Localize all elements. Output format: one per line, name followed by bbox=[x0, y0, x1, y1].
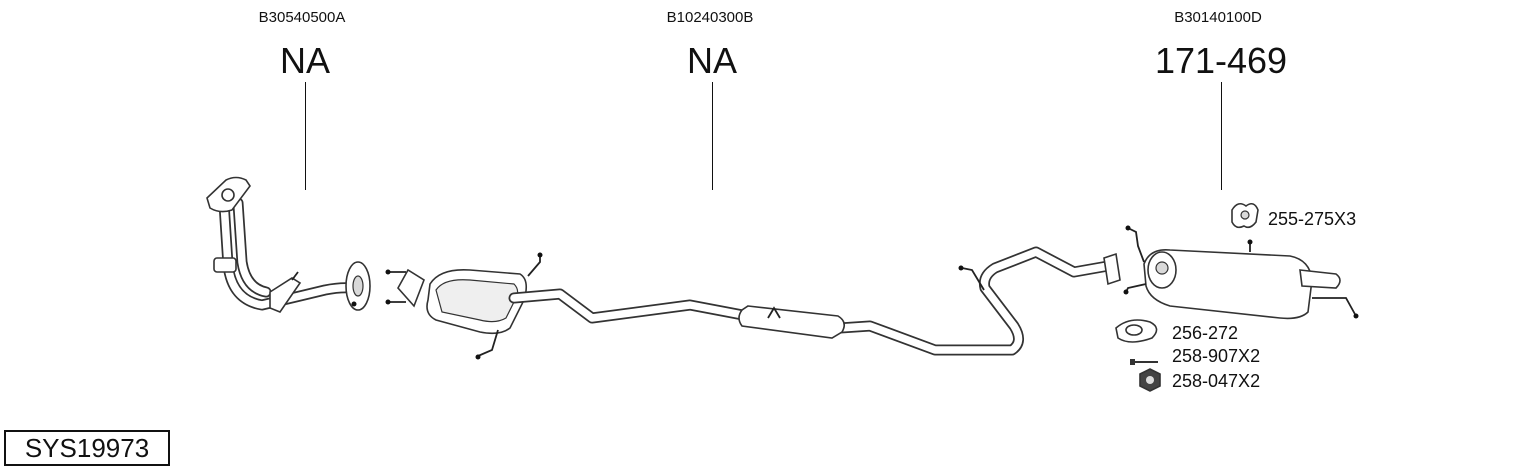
section-2-reference[interactable]: NA bbox=[686, 40, 738, 81]
part-bolt-label[interactable]: 258-907X2 bbox=[1172, 346, 1261, 366]
system-id-label: SYS19973 bbox=[4, 430, 170, 466]
section-3-leader-line bbox=[1221, 82, 1222, 190]
section-2-leader-line bbox=[712, 82, 713, 190]
part-gasket-label[interactable]: 256-272 bbox=[1172, 323, 1239, 343]
section-3-reference[interactable]: 171-469 bbox=[1154, 40, 1288, 81]
section-1-code: B30540500A bbox=[258, 9, 346, 26]
intermediate-pipe bbox=[508, 246, 1121, 356]
part-hanger-label[interactable]: 255-275X3 bbox=[1268, 209, 1357, 229]
section-1-leader-line bbox=[305, 82, 306, 190]
rear-silencer bbox=[1123, 225, 1359, 320]
front-pipe bbox=[206, 176, 371, 313]
part-nut-label[interactable]: 258-047X2 bbox=[1172, 371, 1261, 391]
section-2-code: B10240300B bbox=[666, 9, 754, 26]
section-1-reference[interactable]: NA bbox=[279, 40, 331, 81]
front-silencer bbox=[385, 252, 543, 360]
section-3-code: B30140100D bbox=[1174, 9, 1262, 26]
